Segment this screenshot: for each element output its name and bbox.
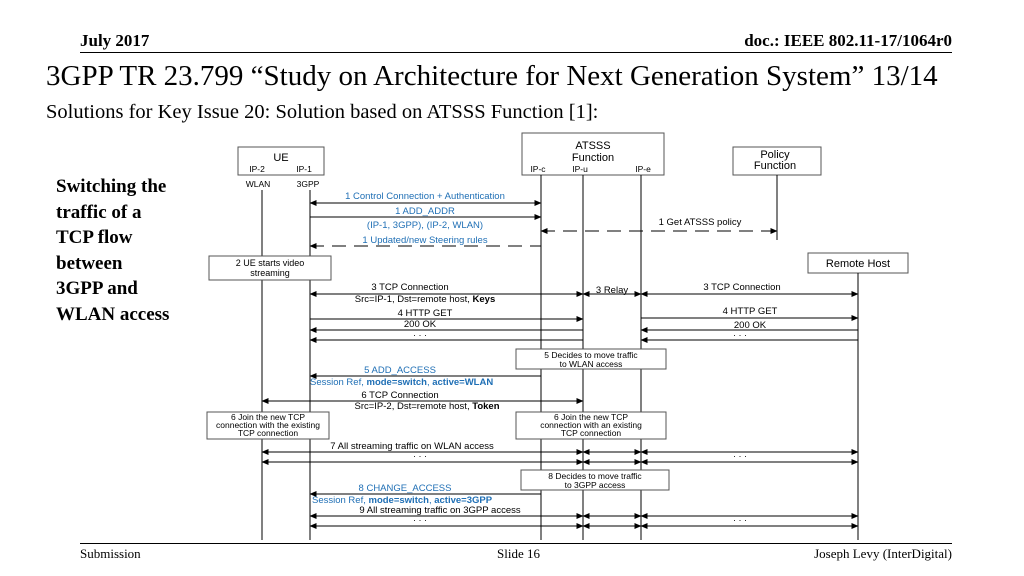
side-note-line: between (56, 252, 123, 274)
footer-slide-number: Slide 16 (497, 546, 540, 561)
box-join-right-line2: connection with an existing (540, 420, 642, 430)
continuation-dots: · · · (733, 330, 747, 340)
box-ue-starts-video-line2: streaming (250, 268, 290, 278)
policy-label-line1: Policy (760, 149, 790, 161)
side-note: Switching the traffic of a TCP flow betw… (56, 174, 216, 327)
box-join-left-line3: TCP connection (238, 428, 299, 438)
msg-tcp-connection-left-params: Src=IP-1, Dst=remote host, Keys (355, 294, 495, 305)
msg-get-atsss-policy: 1 Get ATSSS policy (659, 217, 742, 228)
atsss-label-line1: ATSSS (575, 140, 610, 152)
msg-add-access-params: Session Ref, mode=switch, active=WLAN (310, 377, 493, 388)
ue-access-3gpp: 3GPP (297, 179, 320, 189)
msg-http-get-left: 4 HTTP GET (398, 308, 453, 319)
params-prefix: Session Ref, (312, 495, 369, 506)
box-join-left-line2: connection with the existing (216, 420, 320, 430)
params-text: Src=IP-1, Dst=remote host, (355, 294, 473, 305)
side-note-line: 3GPP and (56, 278, 138, 299)
side-note-line: traffic of a (56, 201, 142, 223)
box-decide-3gpp-line2: to 3GPP access (565, 480, 626, 490)
side-note-line: Switching the (56, 176, 167, 197)
params-text: Src=IP-2, Dst=remote host, (354, 401, 472, 412)
box-join-left: 6 Join the new TCP connection with the e… (206, 411, 330, 440)
msg-200-ok-left: 200 OK (404, 319, 437, 330)
params-mode: mode=switch (367, 377, 428, 388)
msg-change-access: 8 CHANGE_ACCESS (359, 483, 452, 494)
msg-relay: 3 Relay (596, 285, 628, 296)
ue-access-wlan: WLAN (246, 179, 271, 189)
ue-port-ip1: IP-1 (296, 164, 312, 174)
side-note-line: TCP flow (56, 227, 133, 248)
params-active: active=3GPP (434, 495, 492, 506)
continuation-dots: · · · (413, 330, 427, 340)
continuation-dots: · · · (413, 451, 427, 461)
continuation-dots: · · · (413, 515, 427, 525)
params-sep: , (427, 377, 432, 388)
atsss-port-ipc: IP-c (530, 164, 546, 174)
footer-divider (80, 543, 952, 544)
params-active: active=WLAN (432, 377, 493, 388)
remote-host-label: Remote Host (826, 258, 890, 270)
header-doc-id: doc.: IEEE 802.11-17/1064r0 (744, 31, 952, 50)
side-note-line: WLAN access (56, 303, 170, 325)
msg-200-ok-right: 200 OK (734, 320, 767, 331)
params-mode: mode=switch (369, 495, 430, 506)
footer-author: Joseph Levy (InterDigital) (814, 546, 952, 561)
msg-streaming-3gpp: 9 All streaming traffic on 3GPP access (359, 505, 520, 516)
params-sep: , (429, 495, 434, 506)
msg-add-addr-params: (IP-1, 3GPP), (IP-2, WLAN) (367, 220, 483, 231)
params-bold: Keys (473, 294, 496, 305)
msg-tcp-connection-left: 3 TCP Connection (371, 282, 448, 293)
atsss-port-ipu: IP-u (572, 164, 588, 174)
msg-http-get-right: 4 HTTP GET (723, 306, 778, 317)
msg-add-access: 5 ADD_ACCESS (364, 365, 436, 376)
atsss-label-line2: Function (572, 152, 614, 164)
msg-updated-steering-rules: 1 Updated/new Steering rules (362, 235, 487, 246)
params-prefix: Session Ref, (310, 377, 367, 388)
msg-streaming-wlan: 7 All streaming traffic on WLAN access (330, 441, 494, 452)
box-decide-wlan-line1: 5 Decides to move traffic (544, 350, 638, 360)
policy-function-entity: Policy Function (732, 146, 822, 176)
footer-submission: Submission (80, 546, 141, 561)
header-divider (80, 52, 952, 53)
msg-control-connection: 1 Control Connection + Authentication (345, 191, 505, 202)
ue-label: UE (273, 152, 288, 164)
continuation-dots: · · · (733, 451, 747, 461)
policy-label-line2: Function (754, 160, 796, 172)
header-date: July 2017 (80, 31, 150, 50)
box-join-right: 6 Join the new TCP connection with an ex… (515, 411, 667, 440)
remote-host-entity: Remote Host (807, 252, 909, 274)
slide-title: 3GPP TR 23.799 “Study on Architecture fo… (46, 60, 938, 92)
atsss-function-entity: ATSSS Function IP-c IP-u IP-e (521, 132, 665, 176)
box-decide-3gpp-line1: 8 Decides to move traffic (548, 471, 642, 481)
box-join-right-line3: TCP connection (561, 428, 622, 438)
params-bold: Token (472, 401, 499, 412)
msg-add-addr: 1 ADD_ADDR (395, 206, 455, 217)
msg-change-access-params: Session Ref, mode=switch, active=3GPP (312, 495, 493, 506)
continuation-dots: · · · (733, 515, 747, 525)
ue-port-ip2: IP-2 (249, 164, 265, 174)
box-ue-starts-video-line1: 2 UE starts video (236, 258, 305, 268)
box-decide-wlan: 5 Decides to move traffic to WLAN access (515, 348, 667, 370)
box-decide-3gpp: 8 Decides to move traffic to 3GPP access (520, 469, 670, 491)
slide-subtitle: Solutions for Key Issue 20: Solution bas… (46, 101, 599, 123)
msg-tcp-connection-wlan: 6 TCP Connection (361, 390, 438, 401)
box-join-left-line1: 6 Join the new TCP (231, 412, 305, 422)
box-ue-starts-video: 2 UE starts video streaming (208, 255, 332, 281)
box-join-right-line1: 6 Join the new TCP (554, 412, 628, 422)
ue-entity: UE IP-2 IP-1 WLAN 3GPP (237, 146, 325, 189)
msg-tcp-connection-wlan-params: Src=IP-2, Dst=remote host, Token (354, 401, 499, 412)
msg-tcp-connection-right: 3 TCP Connection (703, 282, 780, 293)
box-decide-wlan-line2: to WLAN access (560, 359, 623, 369)
atsss-port-ipe: IP-e (635, 164, 651, 174)
